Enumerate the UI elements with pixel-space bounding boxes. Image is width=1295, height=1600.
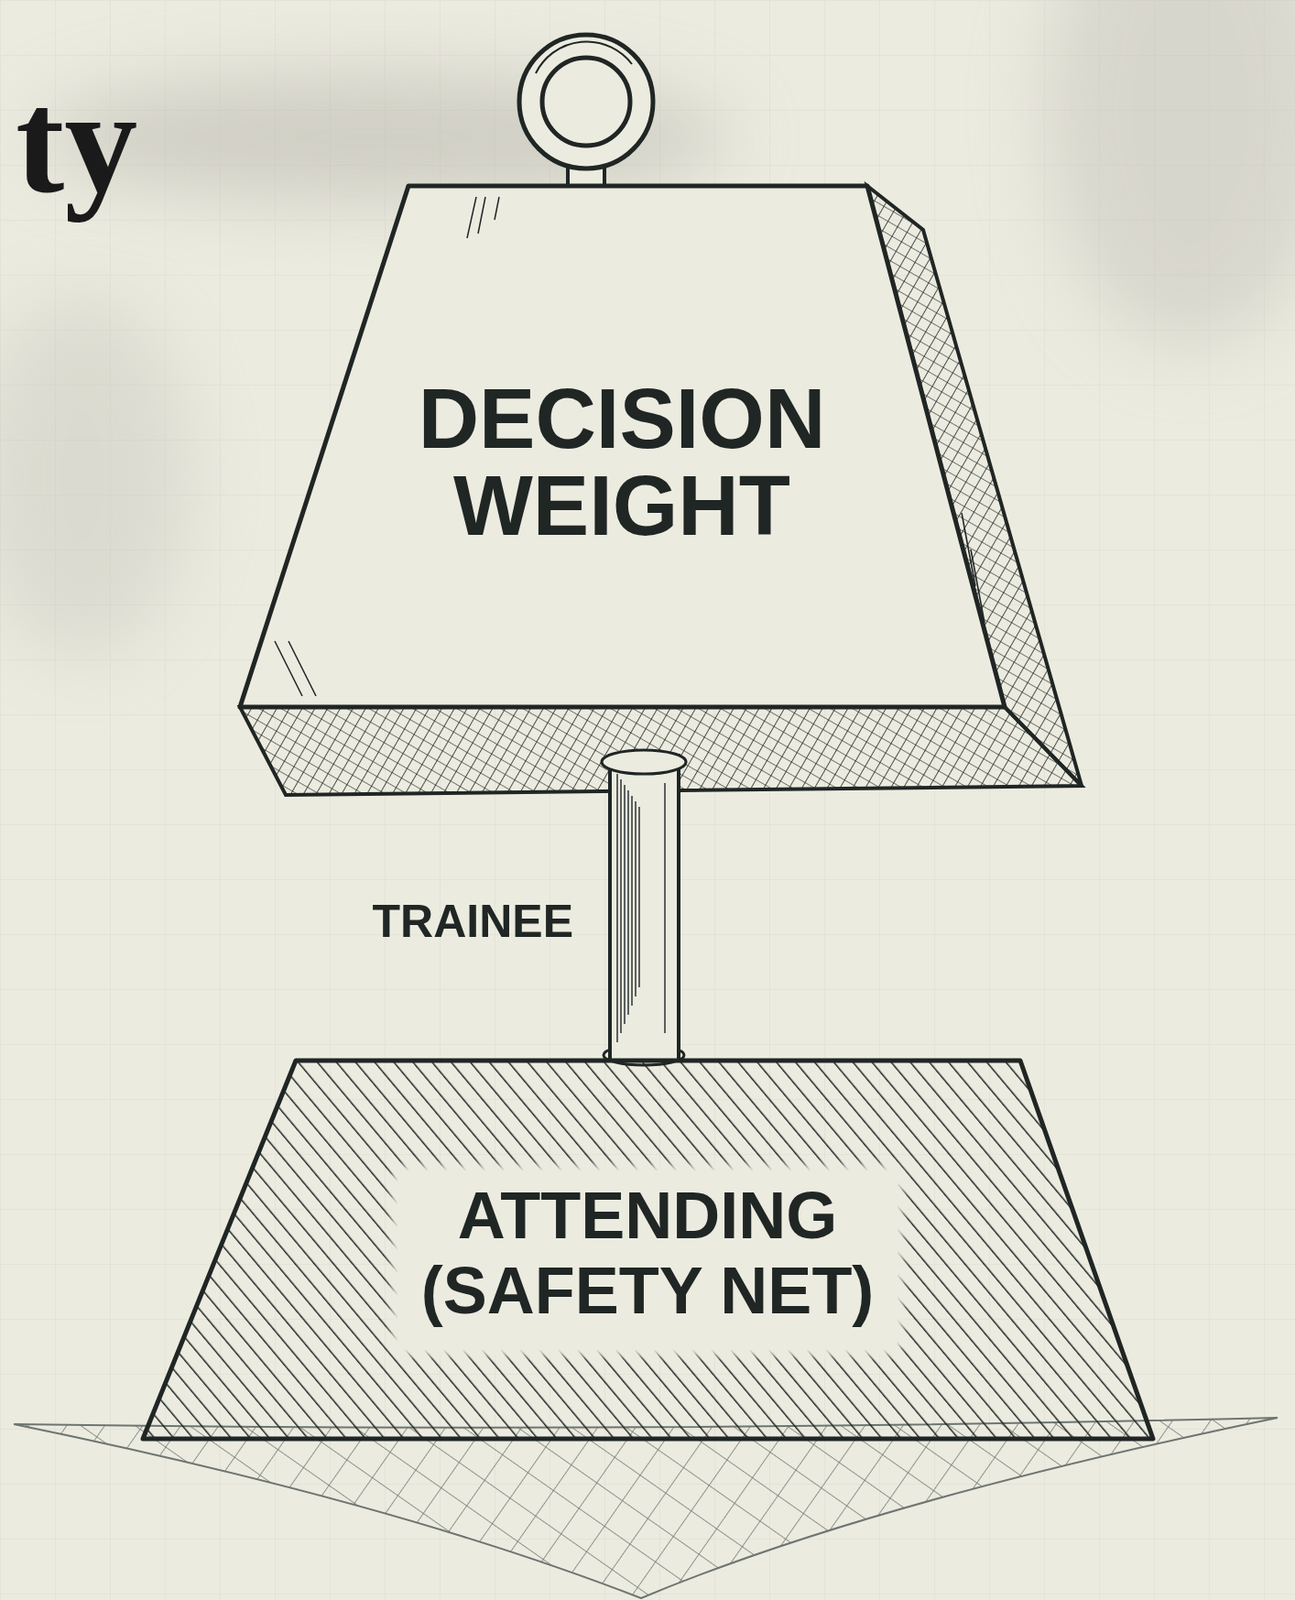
column-shading	[616, 773, 618, 1043]
node-shape	[142, 1060, 1154, 1439]
shadow	[0, 293, 193, 660]
shadow	[1044, 0, 1295, 349]
node-outline	[609, 755, 679, 1061]
column-shading	[663, 783, 665, 1034]
decision-weight: DECISION WEIGHT	[239, 185, 1005, 708]
column-body	[609, 755, 679, 1061]
column-shading	[631, 795, 632, 1006]
shading-strokes	[274, 196, 985, 697]
node-shape	[239, 185, 1005, 708]
trainee-label: TRAINEE	[344, 898, 574, 945]
column-shading	[638, 806, 640, 988]
base-label: ATTENDING (SAFETY NET)	[397, 1170, 898, 1350]
column-cap	[601, 750, 686, 774]
safety-net-base: ATTENDING (SAFETY NET)	[142, 1060, 1154, 1439]
column-shading	[627, 790, 629, 1015]
weight-ring	[519, 34, 653, 188]
title: ty	[15, 68, 138, 216]
weight-label: DECISION WEIGHT	[347, 375, 897, 550]
column-shading	[620, 779, 621, 1034]
column-shading	[623, 784, 625, 1024]
trainee-column: TRAINEE	[609, 755, 679, 1061]
column-shading	[634, 801, 636, 997]
